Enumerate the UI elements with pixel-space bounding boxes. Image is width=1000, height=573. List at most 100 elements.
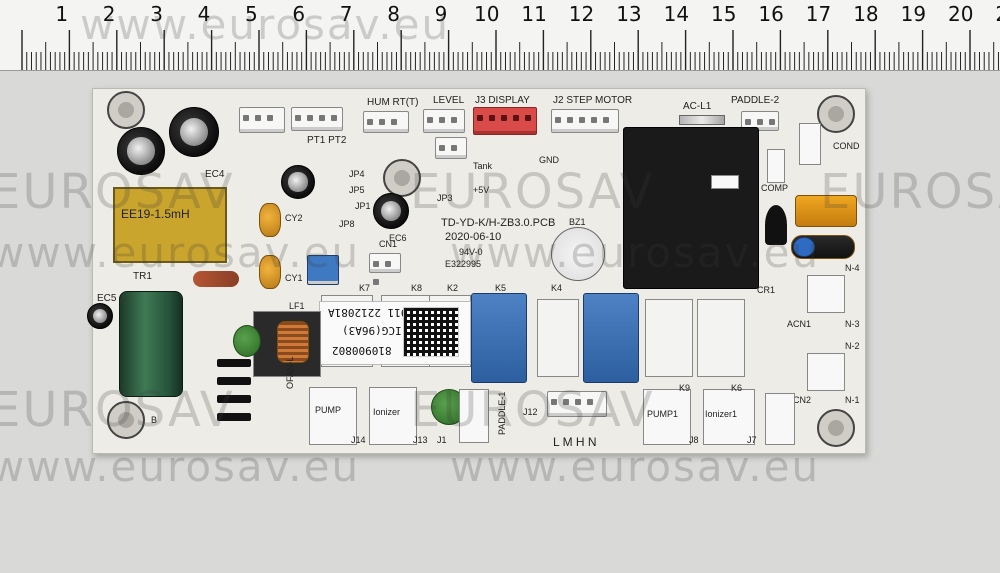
qr-code xyxy=(403,307,459,357)
mounting-hole xyxy=(817,95,855,133)
watermark-brand: EUROSAV xyxy=(410,382,655,438)
n3-label: N-3 xyxy=(845,319,860,329)
k7-label: K7 xyxy=(359,283,371,293)
sticker-line-2: ICG(96A3) xyxy=(342,324,402,337)
relay-k5 xyxy=(471,293,527,383)
jp1-label: JP1 xyxy=(355,201,371,211)
ruler-number: 8 xyxy=(387,2,400,26)
connector-jp xyxy=(239,107,285,133)
n2-label: N-2 xyxy=(845,341,860,351)
measuring-ruler: 123456789101112131415161718192021 xyxy=(0,0,1000,71)
jp3-label: JP3 xyxy=(437,193,453,203)
hum-label: HUM RT(T) xyxy=(367,97,419,108)
ruler-number: 18 xyxy=(853,2,879,26)
relay-outline xyxy=(645,299,693,377)
ec5-label: EC5 xyxy=(97,293,117,304)
ruler-number: 21 xyxy=(995,2,1000,26)
transformer-text: EE19-1.5mH xyxy=(121,207,190,221)
mounting-hole xyxy=(107,401,145,439)
watermark-brand: EUROSAV xyxy=(0,382,235,438)
acn1-label: ACN1 xyxy=(787,319,812,329)
watermark-url-top: www.eurosav.eu xyxy=(80,0,451,49)
j12-label: J12 xyxy=(523,407,538,417)
display-label: J3 DISPLAY xyxy=(475,95,530,106)
ruler-number: 16 xyxy=(758,2,784,26)
bz1-label: BZ1 xyxy=(569,217,586,227)
step-motor-label: J2 STEP MOTOR xyxy=(553,95,633,106)
ruler-number: 9 xyxy=(434,2,448,26)
fan-speed-label: L M H N xyxy=(553,435,597,449)
electrolytic-capacitor xyxy=(169,107,219,157)
k6-label: K6 xyxy=(731,383,743,393)
ruler-number: 4 xyxy=(197,2,211,26)
ac-spade-terminal xyxy=(679,115,725,125)
relay-outline xyxy=(697,299,745,377)
k2-label: K2 xyxy=(447,283,459,293)
watermark-url: www.eurosav.eu xyxy=(0,228,361,277)
plus5v-label: +5V xyxy=(473,185,490,195)
electrolytic-capacitor xyxy=(281,165,315,199)
watermark-url: www.eurosav.eu xyxy=(450,442,821,491)
relay-acn2 xyxy=(807,353,845,391)
pump1-terminal xyxy=(643,389,691,445)
comp-terminal xyxy=(767,149,785,183)
ruler-ticks xyxy=(21,30,999,70)
connector-step-motor xyxy=(551,109,619,133)
pcb-board: PT1 PT2 HUM RT(T) LEVEL J3 DISPLAY J2 ST… xyxy=(87,88,866,454)
cond-terminal xyxy=(799,123,821,165)
cr1-label: CR1 xyxy=(757,285,776,295)
watermark-url: www.eurosav.eu xyxy=(0,442,361,491)
board-b-mark: B xyxy=(151,415,158,425)
ionizer-terminal xyxy=(369,387,417,445)
capacitor-yellow xyxy=(795,195,857,227)
blue-component xyxy=(793,237,815,257)
varistor xyxy=(233,325,261,357)
pump1-label: PUMP1 xyxy=(647,409,679,419)
diode xyxy=(217,377,251,385)
j7-label: J7 xyxy=(747,435,757,445)
resistor xyxy=(193,271,239,287)
pcb-part-number: TD-YD-K/H-ZB3.0.PCB xyxy=(441,217,556,229)
paddle2-label: PADDLE-2 xyxy=(731,95,780,106)
lf1-label: LF1 xyxy=(289,301,305,311)
connector-pt xyxy=(291,107,343,131)
connector-hum xyxy=(363,111,409,133)
electrolytic-capacitor xyxy=(117,127,165,175)
small-capacitor xyxy=(87,303,113,329)
tank-label: Tank xyxy=(473,161,493,171)
y-capacitor xyxy=(259,203,281,237)
comp-label: COMP xyxy=(761,183,788,193)
watermark-brand: EUROSAV xyxy=(410,164,655,220)
buzzer xyxy=(551,227,605,281)
jp5-label: JP5 xyxy=(349,185,365,195)
diode xyxy=(217,359,251,367)
ruler-number: 3 xyxy=(150,2,163,26)
k8-label: K8 xyxy=(411,283,423,293)
cy1-label: CY1 xyxy=(285,273,303,283)
n-terminal xyxy=(765,393,795,445)
watermark-brand: EUROSAV xyxy=(0,164,235,220)
cn1-label: CN1 xyxy=(379,239,398,249)
relay-k4 xyxy=(583,293,639,383)
ruler-number: 17 xyxy=(805,2,832,26)
compressor-relay xyxy=(623,127,759,289)
watermark-brand: EUROSAV xyxy=(820,164,1000,220)
j1-label: J1 xyxy=(437,435,447,445)
connector-display xyxy=(473,107,537,135)
pt-label: PT1 PT2 xyxy=(307,135,347,146)
ruler-number: 10 xyxy=(474,2,500,26)
ruler-number: 19 xyxy=(900,2,927,26)
ionizer1-label: Ionizer1 xyxy=(705,409,738,419)
j8-label: J8 xyxy=(689,435,699,445)
k4-label: K4 xyxy=(551,283,563,293)
connector-blue xyxy=(307,255,339,285)
level-label: LEVEL xyxy=(433,95,465,106)
connector-cn1 xyxy=(369,253,401,285)
relay-outline xyxy=(537,299,579,377)
relay-acn1 xyxy=(807,275,845,313)
ec4-label: EC4 xyxy=(205,169,225,180)
transformer: EE19-1.5mH xyxy=(113,187,227,263)
ofan-label: OFAN-L xyxy=(285,356,295,389)
ruler-number: 6 xyxy=(292,2,306,26)
ruler-number: 15 xyxy=(711,2,737,26)
